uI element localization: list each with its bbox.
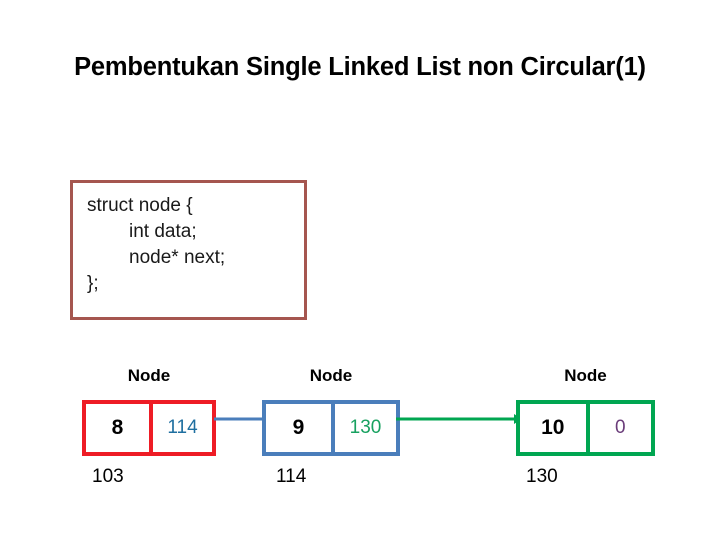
node-box: 9 130: [262, 400, 400, 456]
code-line: struct node {: [87, 195, 193, 216]
node-address-label: 114: [276, 466, 307, 487]
page-title: Pembentukan Single Linked List non Circu…: [74, 53, 646, 81]
node-box: 8 114: [82, 400, 216, 456]
code-line: };: [87, 273, 99, 294]
node-next-pointer-cell: 130: [331, 404, 396, 452]
node-title-label: Node: [127, 366, 171, 385]
code-line: int data;: [129, 221, 197, 242]
code-line: node* next;: [129, 247, 226, 268]
node-box: 10 0: [516, 400, 655, 456]
node-data-cell: 9: [292, 416, 305, 439]
node-data-cell: 10: [541, 416, 565, 439]
arrow-node2-to-node3: [396, 414, 522, 424]
node-next-pointer-cell: 114: [149, 404, 212, 452]
node-data-cell: 8: [111, 416, 124, 439]
node-title-label: Node: [564, 366, 607, 385]
node-title-label: Node: [309, 366, 353, 385]
linked-list-diagram: Node 8 114 103 Node 9 130 114: [0, 360, 720, 510]
node-address-label: 103: [92, 466, 124, 487]
node-next-pointer-cell: 0: [585, 404, 652, 452]
code-block: struct node { int data; node* next; };: [70, 180, 307, 320]
node-address-label: 130: [526, 466, 558, 487]
